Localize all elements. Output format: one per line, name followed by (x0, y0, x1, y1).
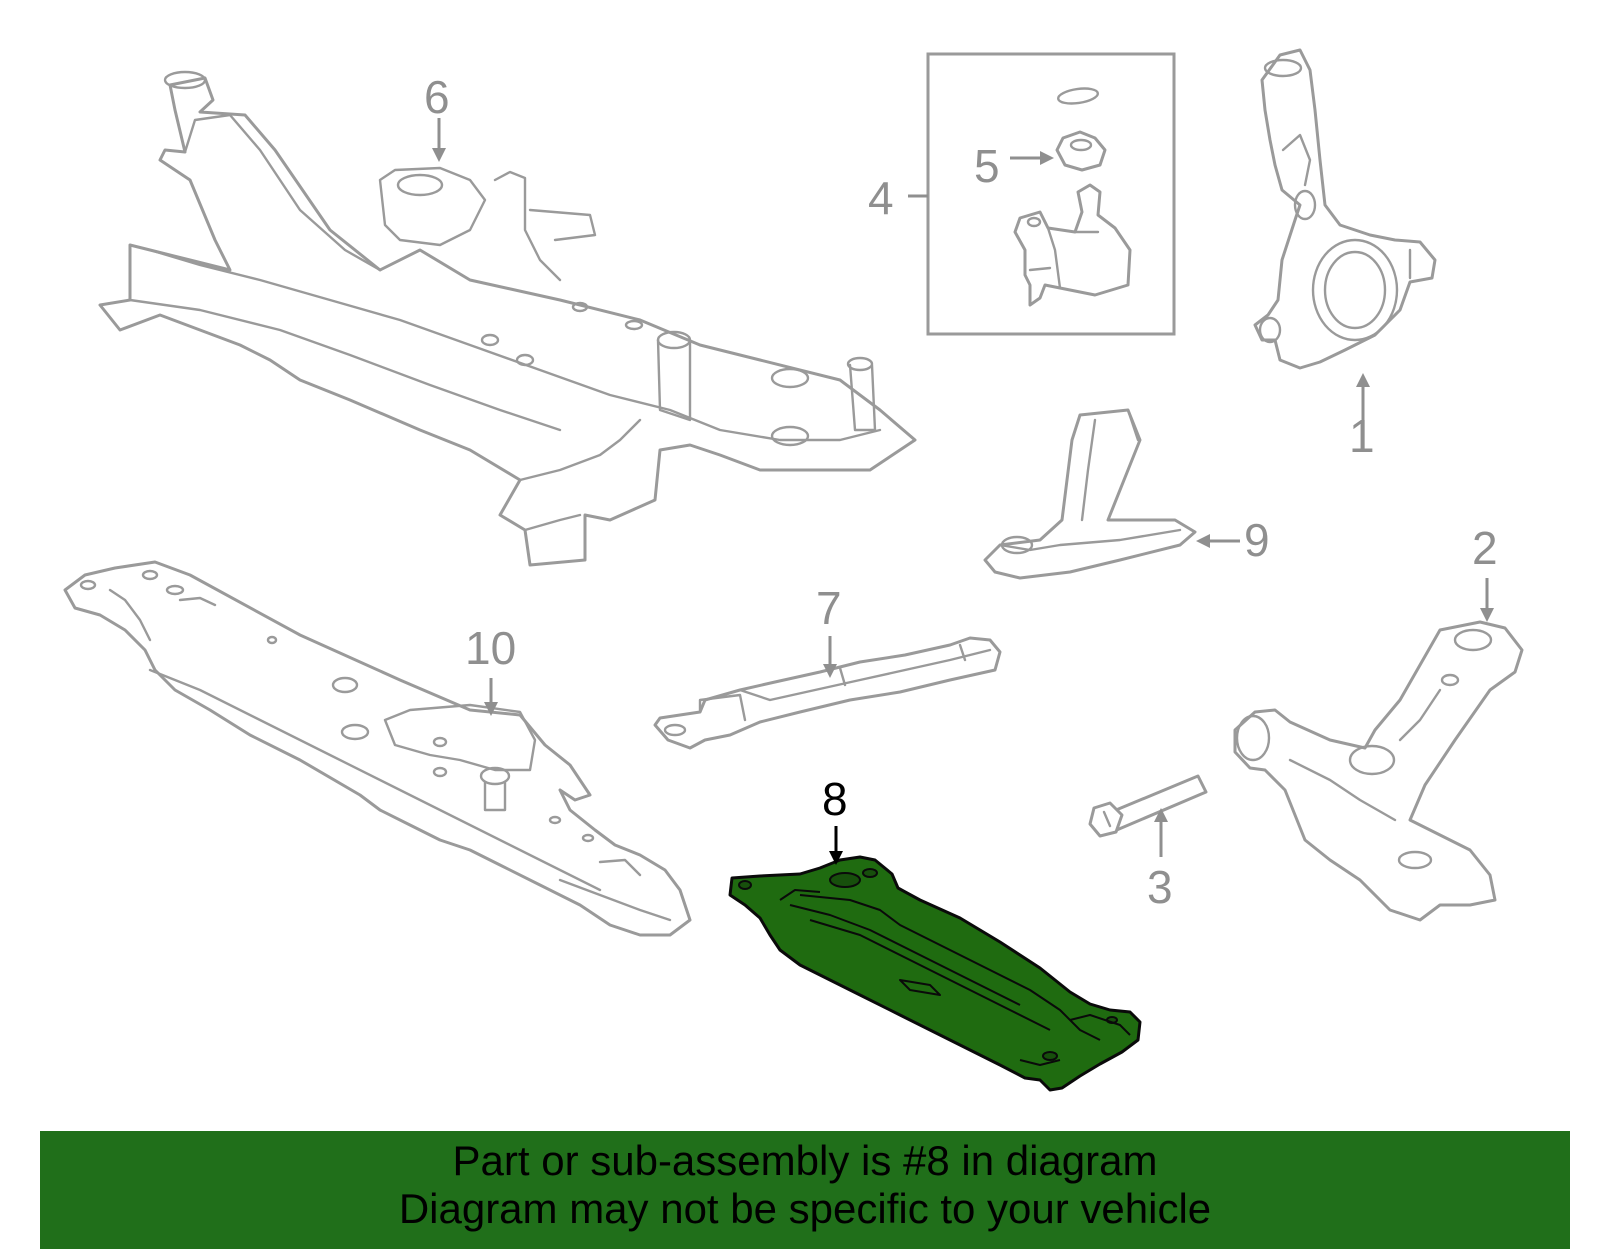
callout-1: 1 (1349, 410, 1375, 462)
callout-6: 6 (424, 71, 450, 123)
part-10-crossmember[interactable] (63, 560, 692, 937)
part-6-crossmember[interactable] (98, 70, 917, 567)
callout-arrows (432, 118, 1494, 865)
part-3-bolt[interactable] (1088, 774, 1208, 838)
callout-2: 2 (1472, 522, 1498, 574)
ball-joint[interactable] (1013, 183, 1132, 307)
part-9-arm[interactable] (983, 408, 1197, 580)
part-1-steering-knuckle[interactable] (1253, 48, 1437, 370)
part-4-ball-joint-box[interactable] (926, 52, 1176, 336)
part-8-highlighted-crossmember[interactable] (728, 855, 1142, 1092)
part-7-bracket[interactable] (653, 636, 1002, 750)
part-5-nut[interactable] (1055, 130, 1107, 172)
callout-7: 7 (816, 582, 842, 634)
banner-line-1: Part or sub-assembly is #8 in diagram (452, 1137, 1158, 1184)
callout-4: 4 (868, 172, 894, 224)
callout-9: 9 (1244, 514, 1270, 566)
info-banner: Part or sub-assembly is #8 in diagram Di… (40, 1131, 1570, 1249)
callout-5: 5 (974, 140, 1000, 192)
banner-line-2: Diagram may not be specific to your vehi… (398, 1185, 1212, 1232)
callout-labels: 6 5 4 1 9 2 7 10 8 3 (424, 71, 1498, 913)
part-2-control-arm[interactable] (1233, 620, 1524, 922)
callout-10: 10 (465, 622, 516, 674)
callout-8: 8 (822, 773, 848, 825)
callout-3: 3 (1147, 861, 1173, 913)
